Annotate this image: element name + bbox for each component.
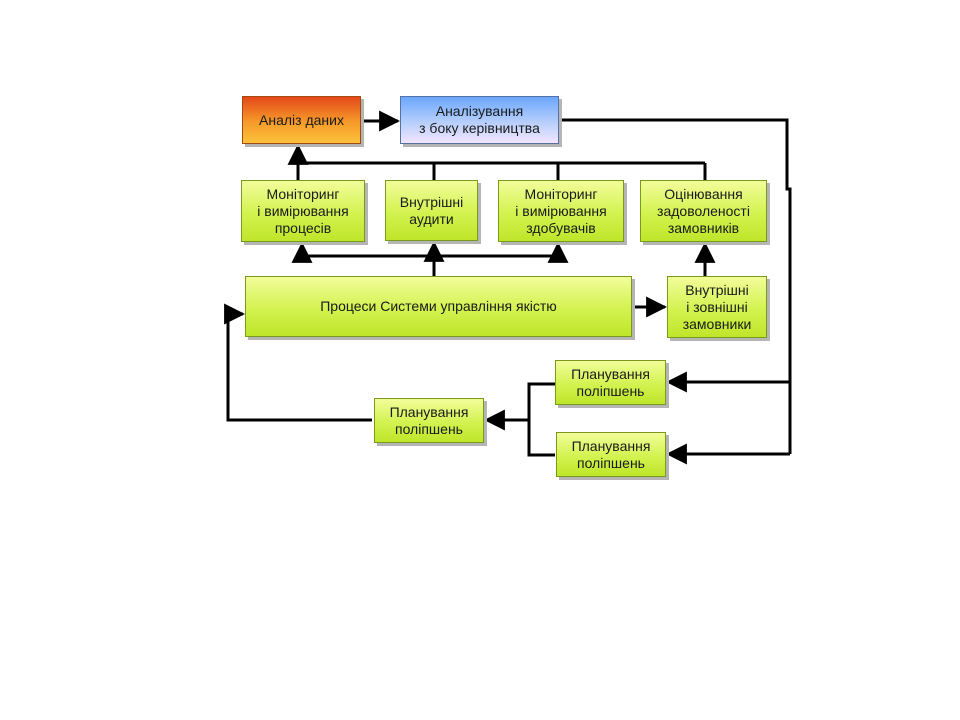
qms-processes-box: Процеси Системи управління якістю (245, 276, 632, 337)
data-analysis-label: Аналіз даних (259, 111, 344, 128)
data-analysis-box: Аналіз даних (242, 96, 361, 144)
improvement-planning-mid-label: Планування поліпшень (389, 403, 469, 437)
qms-processes-label: Процеси Системи управління якістю (320, 298, 557, 314)
management-review-box: Аналізування з боку керівництва (400, 96, 559, 144)
line-management-trunk (559, 118, 792, 454)
customers-label: Внутрішні і зовнішні замовники (682, 281, 752, 332)
supplier-monitoring-label: Моніторинг і вимірювання здобувачів (515, 185, 607, 236)
internal-audits-label: Внутрішні аудити (399, 193, 464, 227)
improvement-planning-bottom-label: Планування поліпшень (571, 437, 651, 471)
internal-audits-box: Внутрішні аудити (385, 180, 478, 241)
process-monitoring-label: Моніторинг і вимірювання процесів (257, 185, 349, 236)
line-planning-merge (527, 382, 555, 457)
arrow-planning-to-qms (224, 303, 372, 422)
customers-box: Внутрішні і зовнішні замовники (667, 276, 767, 338)
improvement-planning-top-label: Планування поліпшень (571, 365, 650, 399)
customer-satisfaction-box: Оцінювання задоволеності замовників (640, 180, 767, 242)
customer-satisfaction-label: Оцінювання задоволеності замовників (657, 185, 750, 236)
improvement-planning-mid-box: Планування поліпшень (374, 398, 484, 443)
improvement-planning-bottom-box: Планування поліпшень (556, 432, 666, 477)
management-review-label: Аналізування з боку керівництва (419, 103, 540, 136)
supplier-monitoring-box: Моніторинг і вимірювання здобувачів (498, 180, 624, 242)
process-monitoring-box: Моніторинг і вимірювання процесів (241, 180, 365, 242)
improvement-planning-top-box: Планування поліпшень (555, 360, 666, 405)
